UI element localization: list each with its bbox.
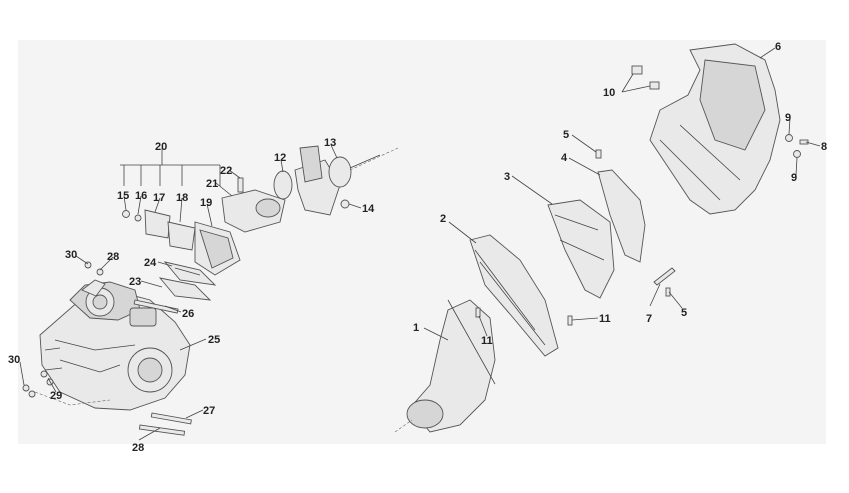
callout-20: 20 [155, 141, 167, 153]
callout-16: 16 [135, 190, 147, 202]
seal-4 [597, 169, 646, 263]
callout-18: 18 [176, 192, 188, 204]
nut-30-lower-b [28, 390, 36, 398]
bolt-8 [799, 139, 809, 145]
callout-13: 13 [324, 137, 336, 149]
callout-7: 7 [646, 313, 652, 325]
callout-11-right: 11 [599, 313, 611, 325]
callout-10: 10 [603, 87, 615, 99]
screw-14 [340, 199, 350, 209]
bolt-22 [237, 177, 244, 193]
washer-lower-a [40, 370, 48, 378]
callout-4: 4 [561, 152, 568, 164]
callout-3: 3 [504, 171, 510, 183]
strap-7 [653, 267, 676, 286]
reed-petal-18 [167, 221, 196, 251]
bolt-28 [138, 424, 186, 436]
callout-12: 12 [274, 152, 286, 164]
reed-valve-block [194, 221, 241, 276]
callout-9-upper: 9 [785, 112, 791, 124]
screw-5-upper [595, 149, 602, 159]
nut-9-upper [785, 134, 793, 142]
callout-8: 8 [821, 141, 827, 153]
bolt-27 [150, 412, 192, 425]
reed-petal-17 [144, 209, 171, 239]
intake-boot-1 [406, 299, 496, 433]
callout-22: 22 [220, 165, 232, 177]
callout-29: 29 [50, 390, 62, 402]
nut-9-lower [793, 150, 801, 158]
nut-30 [84, 261, 92, 269]
filter-cage-2 [469, 234, 559, 357]
washer-28 [96, 268, 104, 276]
callout-28-lower: 28 [132, 442, 144, 454]
callout-28-upper: 28 [107, 251, 119, 263]
intake-manifold [221, 189, 286, 233]
callout-labels: 1 2 3 4 5 5 6 7 8 9 9 10 11 11 12 13 14 … [8, 41, 827, 454]
callout-11-left: 11 [481, 335, 493, 347]
callout-24: 24 [144, 257, 157, 269]
leader-lines [19, 47, 821, 441]
nut-30-lower-a [22, 384, 30, 392]
engine-assembly [39, 281, 191, 411]
screw-5-lower [665, 287, 671, 297]
callout-6: 6 [775, 41, 781, 53]
gasket-23 [158, 277, 212, 301]
clamp-13 [328, 154, 381, 188]
callout-30-upper: 30 [65, 249, 77, 261]
callout-2: 2 [440, 213, 446, 225]
callout-30-lower: 30 [8, 354, 20, 366]
callout-17: 17 [153, 192, 165, 204]
clamp-12 [273, 170, 293, 200]
gasket-24 [163, 261, 217, 286]
screw-15 [122, 210, 130, 218]
callout-26: 26 [182, 308, 194, 320]
callout-9-lower: 9 [791, 172, 797, 184]
screw-11-left [475, 307, 481, 318]
airbox-housing-6 [649, 43, 781, 215]
callout-19: 19 [200, 197, 212, 209]
callout-1: 1 [413, 322, 419, 334]
air-filter-3 [547, 199, 615, 299]
callout-5-lower: 5 [681, 307, 687, 319]
callout-25: 25 [208, 334, 220, 346]
cylinder-bracket [81, 279, 106, 297]
screw-11-right [567, 315, 573, 326]
callout-5-upper: 5 [563, 129, 569, 141]
washer-16 [134, 214, 142, 222]
callout-27: 27 [203, 405, 215, 417]
callout-21: 21 [206, 178, 218, 190]
callout-15: 15 [117, 190, 129, 202]
callout-14: 14 [362, 203, 375, 215]
callout-23: 23 [129, 276, 141, 288]
clip-10 [631, 65, 660, 90]
